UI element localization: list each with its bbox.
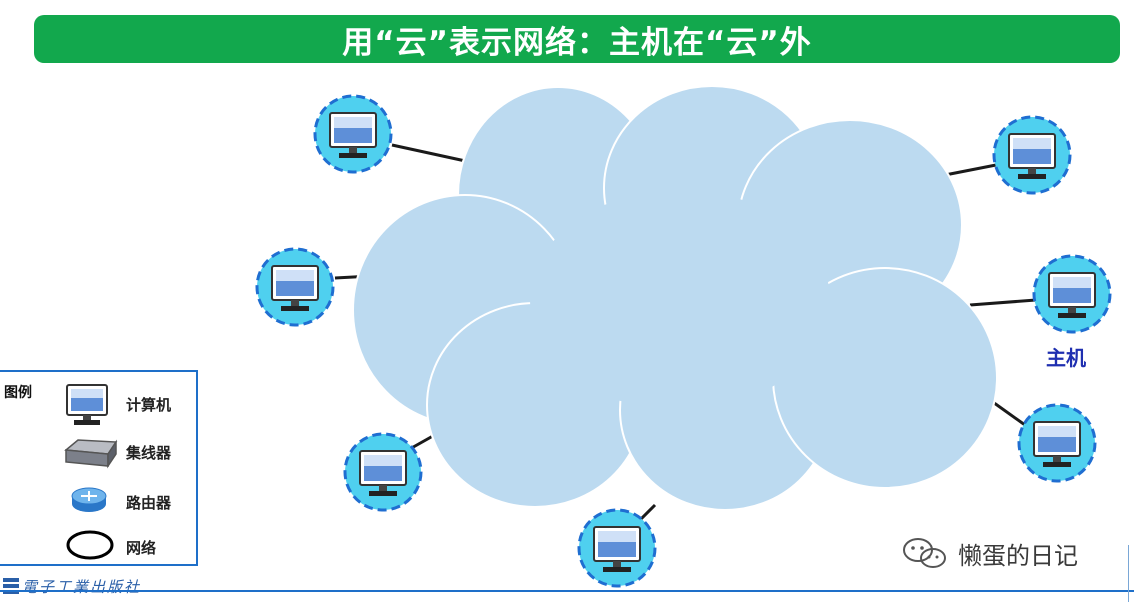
- frame-edge: [1128, 545, 1134, 602]
- host-computer: [992, 115, 1072, 195]
- link-line: [391, 143, 471, 164]
- router-icon: [71, 487, 107, 512]
- computer-icon: [66, 384, 108, 425]
- link-line: [944, 163, 997, 177]
- host-computer: [343, 432, 423, 512]
- legend-label-hub: 集线器: [126, 444, 172, 462]
- network-cloud: [352, 85, 998, 511]
- network-ellipse-icon: [66, 530, 114, 560]
- host-computer: [1032, 254, 1112, 334]
- host-computer: [255, 247, 335, 327]
- watermark-text: 懒蛋的日记: [958, 541, 1078, 570]
- footer-divider: [0, 590, 1134, 592]
- host-computer: [1017, 403, 1097, 483]
- publisher-logo-icon: [3, 578, 19, 594]
- wechat-icon: [903, 538, 946, 568]
- legend-label-router: 路由器: [126, 494, 172, 512]
- link-lines: [334, 143, 1037, 532]
- host-computer: [313, 94, 393, 174]
- slide-title: 用“云”表示网络：主机在“云”外: [342, 24, 812, 61]
- host-computer: [577, 508, 657, 588]
- link-line: [969, 298, 1037, 307]
- hub-icon: [64, 439, 118, 469]
- watermark: 懒蛋的日记: [900, 535, 1078, 571]
- link-line: [989, 398, 1026, 427]
- publisher-mark: 電子工業出版社: [0, 574, 160, 598]
- legend-label-network: 网络: [126, 539, 157, 557]
- legend-label-computer: 计算机: [126, 396, 172, 414]
- host-label: 主机: [1046, 346, 1086, 370]
- legend-title: 图例: [4, 385, 32, 401]
- legend-box: 图例 计算机 集线器 路由器 网络: [0, 370, 198, 566]
- title-banner: 用“云”表示网络：主机在“云”外: [34, 15, 1120, 63]
- publisher-name: 電子工業出版社: [22, 578, 142, 596]
